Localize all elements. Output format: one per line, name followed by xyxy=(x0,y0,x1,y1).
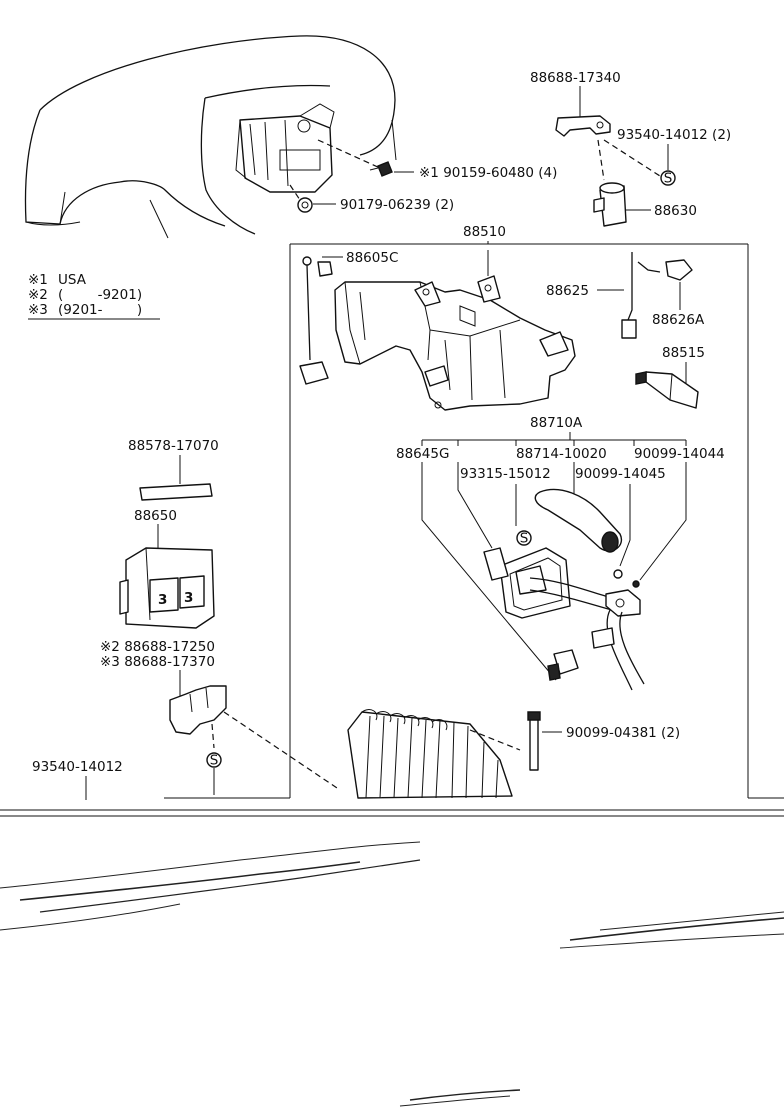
callout-93540-14012-2: 93540-14012 (2) xyxy=(617,127,731,143)
bolt-90099-04381 xyxy=(527,711,541,771)
svg-text:S: S xyxy=(664,171,673,187)
clip-88626a xyxy=(665,259,693,281)
svg-text:S: S xyxy=(210,753,219,769)
legend-mark-1: ※1 xyxy=(28,272,48,288)
callout-88688-17370: ※3 88688-17370 xyxy=(100,654,215,670)
callout-88688-17250: ※2 88688-17250 xyxy=(100,639,215,655)
blower-servo-unit xyxy=(235,103,335,193)
callout-90159: ※1 90159-60480 (4) xyxy=(419,165,557,181)
screw-90159 xyxy=(317,139,393,177)
screw-marker-s-1: S xyxy=(660,170,676,187)
callout-88578: 88578-17070 xyxy=(128,438,219,454)
bracket-88688-17340 xyxy=(555,115,611,137)
legend-mark-2: ※2 xyxy=(28,287,48,303)
legend: ※1 USA ※2 ( -9201) ※3 (9201- ) xyxy=(28,272,160,320)
callout-88714: 88714-10020 xyxy=(516,446,607,462)
callout-93540-14012: 93540-14012 xyxy=(32,759,123,775)
callout-88650: 88650 xyxy=(134,508,177,524)
o-ring-90099-14045 xyxy=(613,569,623,579)
callout-88626a: 88626A xyxy=(652,312,705,328)
svg-text:3: 3 xyxy=(184,590,193,606)
screw-marker-s-2: S xyxy=(516,530,532,547)
thermistor-88630 xyxy=(593,182,627,227)
svg-text:3: 3 xyxy=(158,592,167,608)
callout-90099-14045: 90099-14045 xyxy=(575,466,666,482)
insulator-88714 xyxy=(534,488,623,553)
evaporator-core xyxy=(347,709,513,799)
scan-artifact xyxy=(0,797,784,1107)
legend-text-1: USA xyxy=(58,272,87,288)
legend-text-3: (9201- ) xyxy=(58,302,142,318)
pad-88578 xyxy=(139,483,213,501)
harness-88625 xyxy=(621,252,661,339)
svg-text:S: S xyxy=(520,531,529,547)
callout-90179: 90179-06239 (2) xyxy=(340,197,454,213)
evaporator-case xyxy=(334,275,576,411)
callout-88605c: 88605C xyxy=(346,250,398,266)
callout-90099-14044: 90099-14044 xyxy=(634,446,725,462)
callout-90099-04381: 90099-04381 (2) xyxy=(566,725,680,741)
frame-88510 xyxy=(289,243,749,798)
sensor-88605c xyxy=(299,256,333,385)
sensor-88515 xyxy=(635,371,699,409)
screw-marker-s-3: S xyxy=(206,752,222,769)
callout-88688-17340: 88688-17340 xyxy=(530,70,621,86)
legend-mark-3: ※3 xyxy=(28,302,48,318)
o-ring-90099-14044 xyxy=(632,580,640,588)
bracket-88688 xyxy=(169,685,227,735)
callout-88630: 88630 xyxy=(654,203,697,219)
callout-88515: 88515 xyxy=(662,345,705,361)
callout-88645g: 88645G xyxy=(396,446,449,462)
washer-90179 xyxy=(289,184,313,213)
amplifier-88650: 3 3 xyxy=(119,547,215,629)
tube-assembly-88710a xyxy=(483,547,645,691)
dashboard-outline xyxy=(24,35,397,239)
callout-88510: 88510 xyxy=(463,224,506,240)
legend-text-2: ( -9201) xyxy=(58,287,142,303)
callout-88625: 88625 xyxy=(546,283,589,299)
callout-88710a: 88710A xyxy=(530,415,583,431)
callout-93315: 93315-15012 xyxy=(460,466,551,482)
